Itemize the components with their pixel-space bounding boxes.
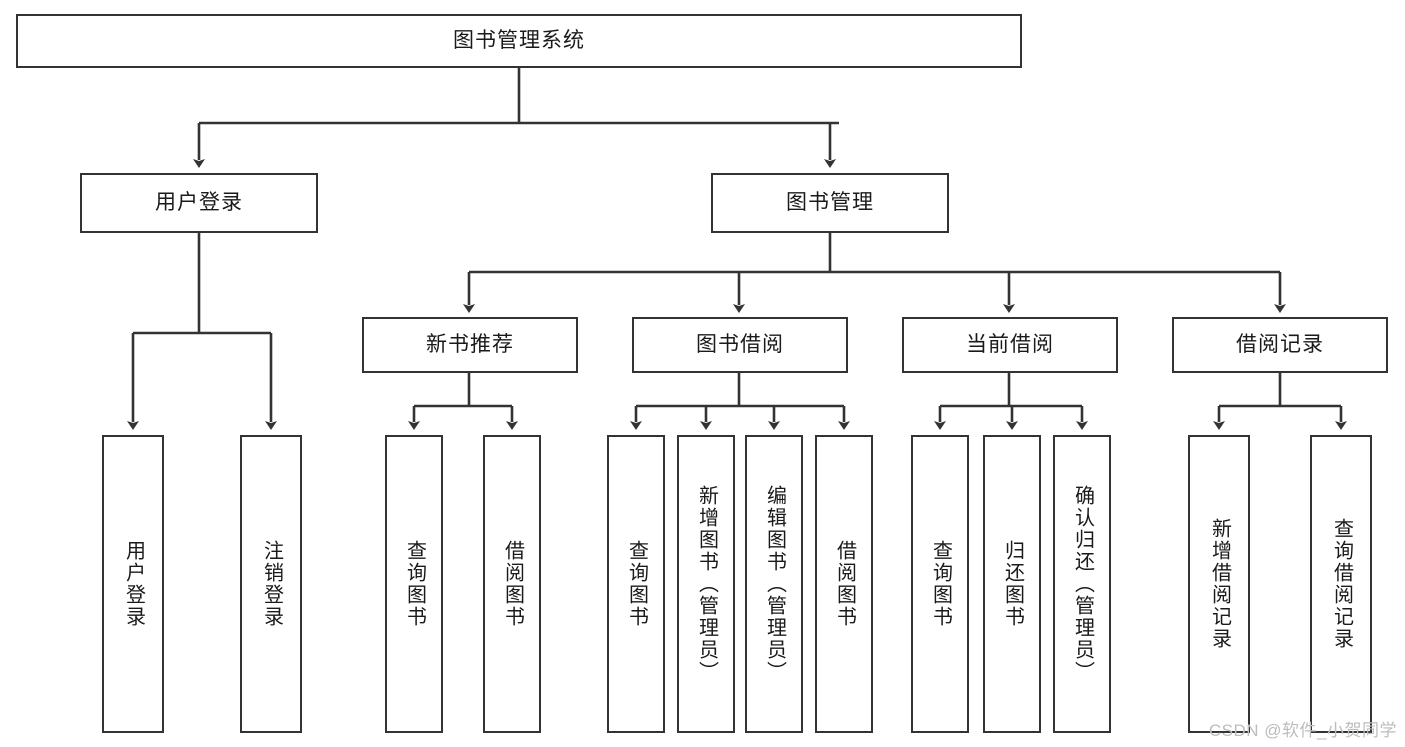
leaf-records-add-label: 新增借阅记录	[1208, 518, 1231, 650]
node-book-borrow[interactable]: 图书借阅	[632, 317, 848, 373]
leaf-new-books-query-label: 查询图书	[403, 540, 426, 628]
leaf-borrow-query[interactable]: 查询图书	[607, 435, 665, 733]
leaf-borrow-lend-book-label: 借阅图书	[833, 540, 856, 628]
node-root[interactable]: 图书管理系统	[16, 14, 1022, 68]
leaf-borrow-add-book-label: 新增图书（管理员）	[695, 485, 718, 683]
node-user-login[interactable]: 用户登录	[80, 173, 318, 233]
leaf-user-login[interactable]: 用户登录	[102, 435, 164, 733]
leaf-borrow-lend-book[interactable]: 借阅图书	[815, 435, 873, 733]
leaf-borrow-query-label: 查询图书	[625, 540, 648, 628]
node-new-book-recommend-label: 新书推荐	[426, 332, 514, 356]
leaf-new-books-borrow[interactable]: 借阅图书	[483, 435, 541, 733]
leaf-current-confirm-return-label: 确认归还（管理员）	[1071, 485, 1094, 683]
leaf-records-query[interactable]: 查询借阅记录	[1310, 435, 1372, 733]
leaf-records-add[interactable]: 新增借阅记录	[1188, 435, 1250, 733]
leaf-current-query-label: 查询图书	[929, 540, 952, 628]
leaf-current-return-label: 归还图书	[1001, 540, 1024, 628]
leaf-current-confirm-return[interactable]: 确认归还（管理员）	[1053, 435, 1111, 733]
leaf-current-query[interactable]: 查询图书	[911, 435, 969, 733]
node-new-book-recommend[interactable]: 新书推荐	[362, 317, 578, 373]
leaf-user-logout-label: 注销登录	[260, 540, 283, 628]
node-current-borrow-label: 当前借阅	[966, 332, 1054, 356]
leaf-current-return[interactable]: 归还图书	[983, 435, 1041, 733]
leaf-new-books-borrow-label: 借阅图书	[501, 540, 524, 628]
node-root-label: 图书管理系统	[453, 28, 585, 52]
leaf-borrow-add-book[interactable]: 新增图书（管理员）	[677, 435, 735, 733]
leaf-borrow-edit-book-label: 编辑图书（管理员）	[763, 485, 786, 683]
leaf-new-books-query[interactable]: 查询图书	[385, 435, 443, 733]
watermark: CSDN @软件_小贺同学	[1208, 721, 1397, 740]
node-borrow-records-label: 借阅记录	[1236, 332, 1324, 356]
leaf-user-login-label: 用户登录	[122, 540, 145, 628]
node-current-borrow[interactable]: 当前借阅	[902, 317, 1118, 373]
node-book-borrow-label: 图书借阅	[696, 332, 784, 356]
leaf-borrow-edit-book[interactable]: 编辑图书（管理员）	[745, 435, 803, 733]
leaf-records-query-label: 查询借阅记录	[1330, 518, 1353, 650]
node-user-login-label: 用户登录	[155, 190, 243, 214]
node-book-management-label: 图书管理	[786, 190, 874, 214]
node-borrow-records[interactable]: 借阅记录	[1172, 317, 1388, 373]
node-book-management[interactable]: 图书管理	[711, 173, 949, 233]
leaf-user-logout[interactable]: 注销登录	[240, 435, 302, 733]
